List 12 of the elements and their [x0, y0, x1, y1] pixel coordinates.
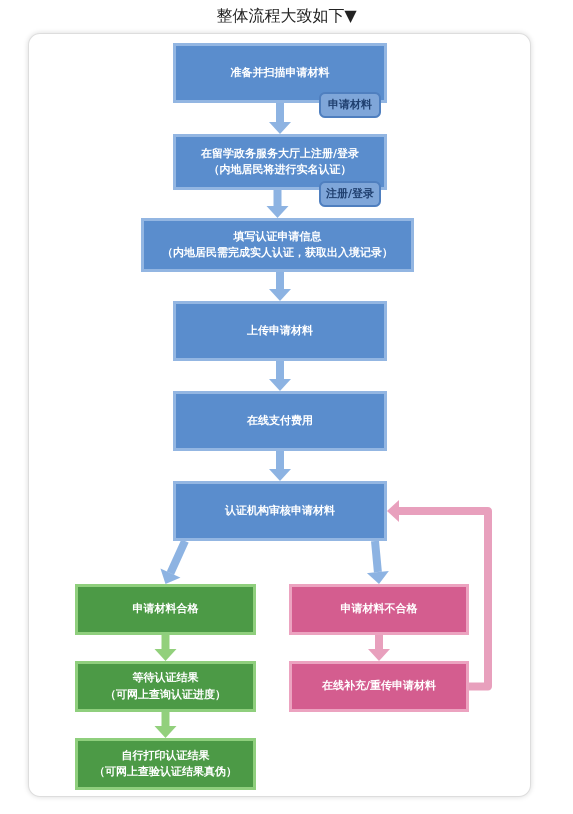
process-box: 等待认证结果 （可网上查询认证进度）	[75, 661, 256, 712]
tag-box: 申请材料	[319, 92, 381, 118]
tag-box: 注册/登录	[319, 181, 381, 207]
process-box: 申请材料合格	[75, 584, 256, 635]
process-box: 在线支付费用	[173, 391, 387, 451]
process-box: 申请材料不合格	[289, 584, 469, 635]
process-box: 认证机构审核申请材料	[173, 481, 387, 541]
process-box: 在线补充/重传申请材料	[289, 661, 469, 712]
title: 整体流程大致如下▼	[215, 5, 358, 27]
process-box: 填写认证申请信息 （内地居民需完成实人认证，获取出入境记录）	[141, 218, 414, 272]
process-box: 上传申请材料	[173, 301, 387, 361]
process-box: 自行打印认证结果 （可网上查验认证结果真伪）	[75, 738, 256, 790]
